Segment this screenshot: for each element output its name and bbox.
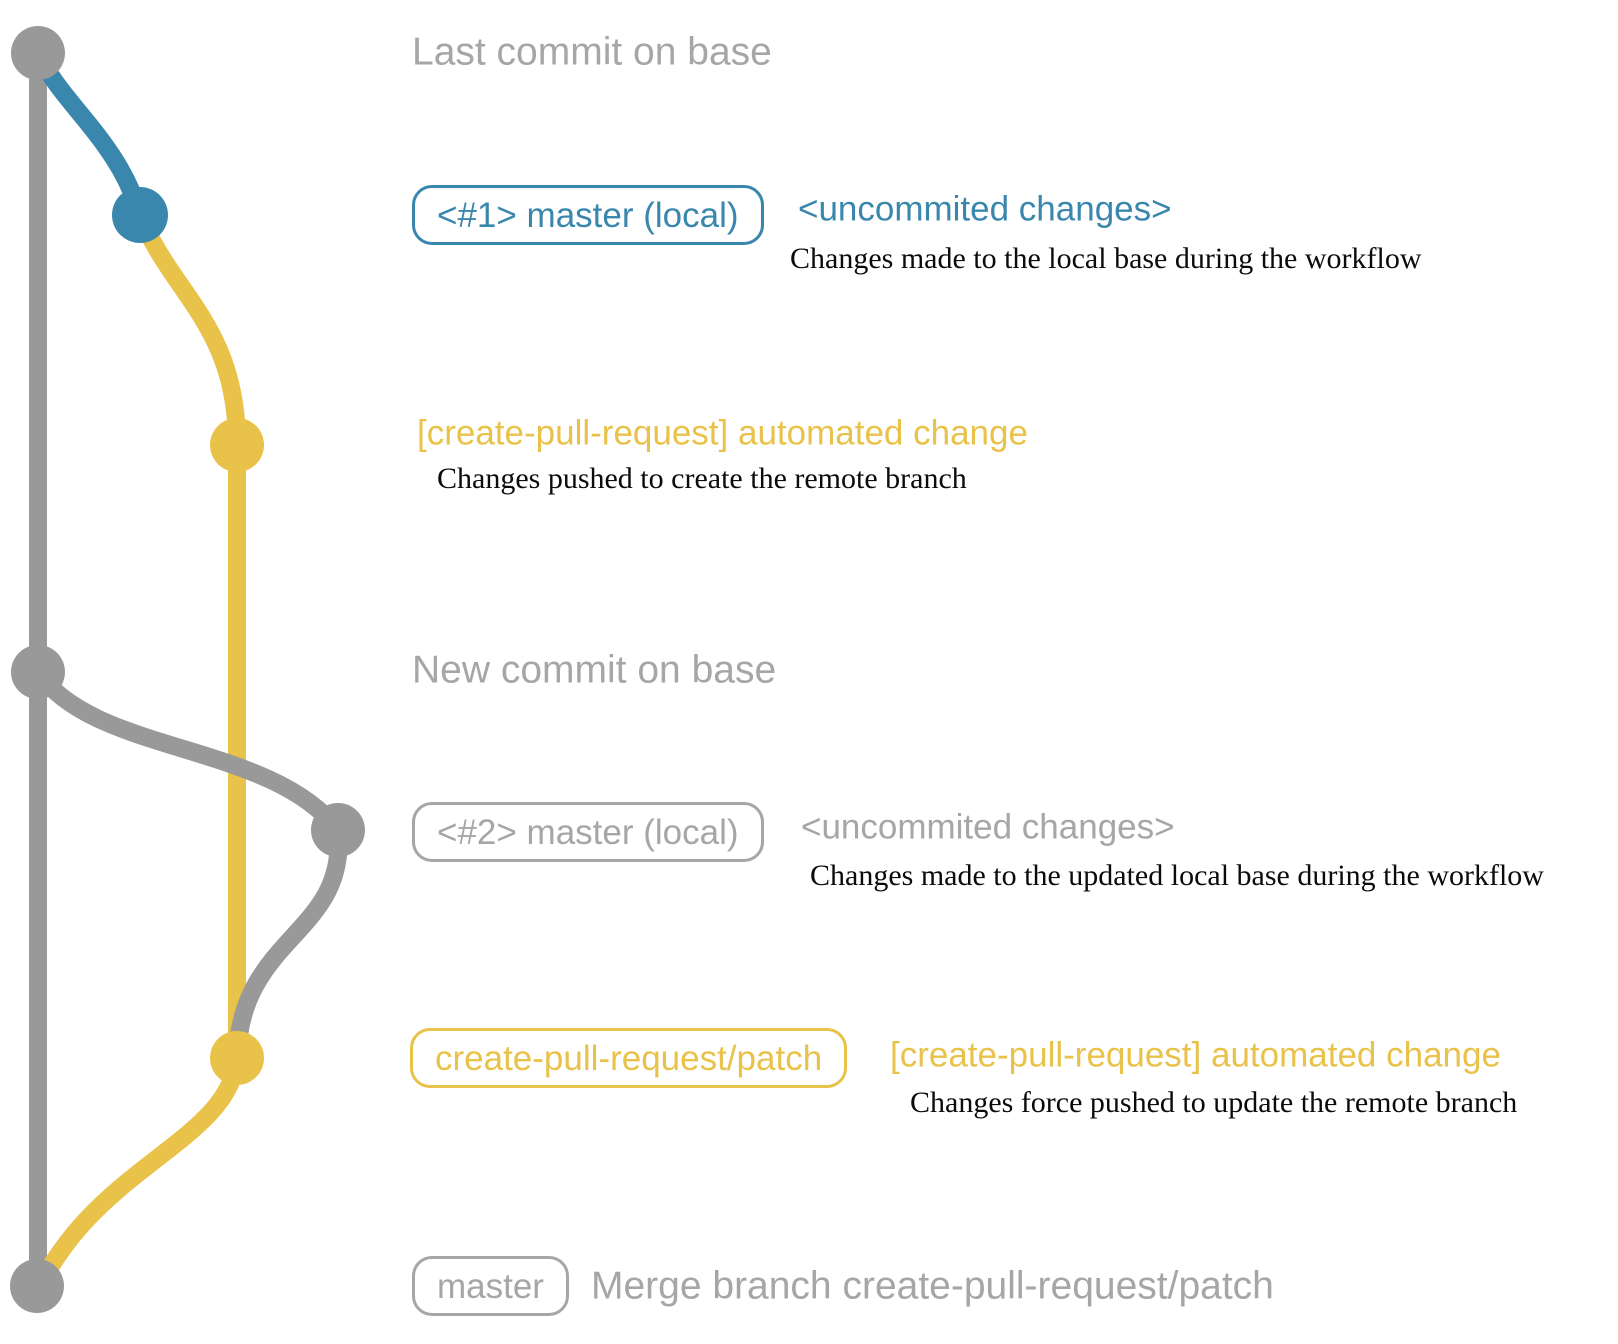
note-automated-change-1: [create-pull-request] automated change — [417, 413, 1028, 453]
note-uncommited-changes-1: <uncommited changes> — [798, 189, 1172, 229]
branch-badge-patch: create-pull-request/patch — [410, 1028, 848, 1088]
patch-branch-curve-top — [131, 206, 246, 454]
branch-badge-master: master — [412, 1256, 569, 1316]
description-local-1: Changes made to the local base during th… — [790, 242, 1422, 275]
commit-dot-new-base — [11, 645, 65, 699]
note-uncommited-changes-2: <uncommited changes> — [801, 807, 1175, 847]
patch-merge-curve — [31, 1049, 246, 1295]
commit-dot-local-2 — [311, 803, 365, 857]
branch-badge-master-local-1: <#1> master (local) — [412, 185, 764, 245]
note-automated-change-2: [create-pull-request] automated change — [890, 1035, 1501, 1075]
commit-dot-merge — [10, 1259, 64, 1313]
label-last-commit-on-base: Last commit on base — [412, 30, 772, 74]
commit-dot-local-1 — [112, 187, 168, 243]
local-branch-2-reset-curve — [228, 821, 348, 1067]
branch-badge-master-local-2: <#2> master (local) — [412, 802, 764, 862]
label-new-commit-on-base: New commit on base — [412, 648, 777, 692]
local-branch-1-line — [29, 44, 149, 224]
note-merge-branch: Merge branch create-pull-request/patch — [591, 1264, 1274, 1308]
description-push-2: Changes force pushed to update the remot… — [910, 1086, 1518, 1119]
commit-dot-patch-2 — [210, 1031, 264, 1085]
description-local-2: Changes made to the updated local base d… — [810, 859, 1544, 892]
commit-dot-last-base — [11, 26, 65, 80]
description-push-1: Changes pushed to create the remote bran… — [437, 462, 967, 495]
local-branch-2-line — [29, 663, 347, 839]
commit-dot-patch-1 — [210, 418, 264, 472]
